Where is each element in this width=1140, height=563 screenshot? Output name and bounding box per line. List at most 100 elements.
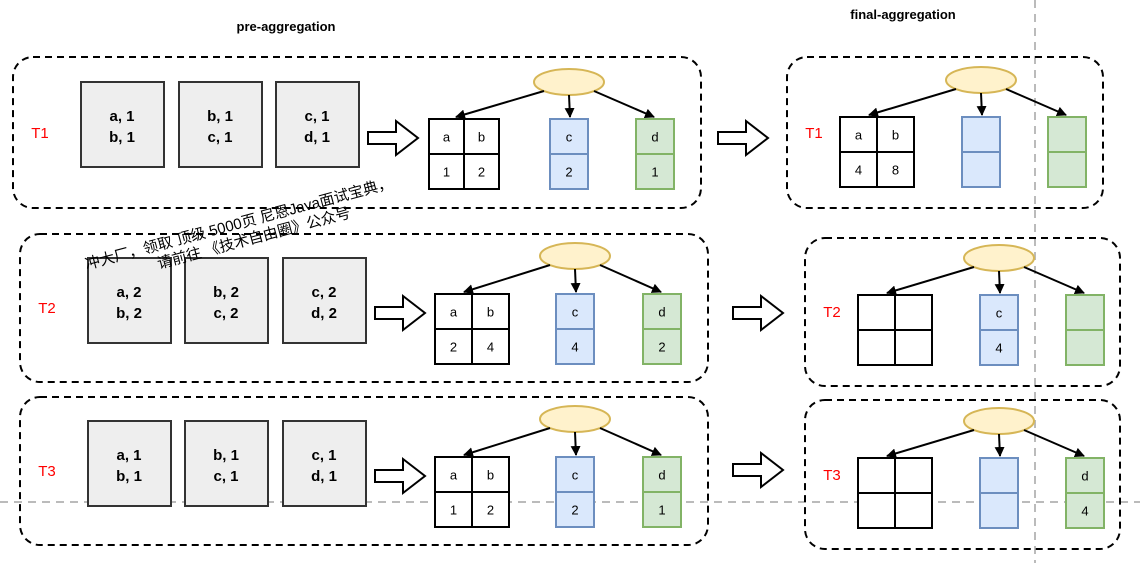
pre-3-green-value: 1 — [658, 503, 665, 518]
final-panel-1: T1 a b 4 8 — [717, 56, 1104, 209]
task-label: T2 — [823, 304, 841, 321]
input-record-box — [87, 420, 172, 507]
final-2-blue-key: c — [996, 306, 1003, 321]
flow-arrow — [732, 450, 785, 490]
record-line-1: c, 2 — [311, 284, 336, 301]
flow-arrow — [367, 118, 420, 158]
pre-1-green-key: d — [651, 130, 658, 145]
input-record-box — [275, 81, 360, 168]
record-line-2: b, 1 — [116, 468, 142, 485]
task-label: T1 — [31, 125, 49, 142]
flow-arrow — [717, 118, 770, 158]
pre-3-table-value-2: 2 — [487, 503, 494, 518]
pre-1-edge-table — [455, 90, 545, 120]
pre-3-table-header-1: a — [450, 468, 458, 483]
pre-2-root-node — [539, 242, 611, 270]
pre-3-root-node — [539, 405, 611, 433]
pre-1-blue-key: c — [566, 130, 573, 145]
pre-3-blue-key: c — [572, 468, 579, 483]
final-3-edge-green — [1023, 429, 1085, 458]
input-record-box — [178, 81, 263, 168]
flow-arrow — [374, 456, 427, 496]
final-2-edge-green — [1023, 266, 1085, 295]
input-record-box — [282, 420, 367, 507]
pre-2-table-value-1: 2 — [450, 340, 457, 355]
record-line-2: d, 1 — [311, 468, 337, 485]
final-panel-border — [804, 399, 1121, 550]
input-record-box — [184, 257, 269, 344]
final-3-green-key: d — [1081, 469, 1088, 484]
pre-1-table-value-2: 2 — [478, 165, 485, 180]
pre-panel-border — [19, 233, 709, 383]
pre-1-table-value-1: 1 — [443, 165, 450, 180]
pre-panel-border — [12, 56, 702, 209]
pre-2-blue-key: c — [572, 305, 579, 320]
pre-3-edge-green — [599, 427, 662, 456]
input-record-box — [184, 420, 269, 507]
pre-2-edge-blue — [570, 268, 581, 293]
pre-panel-border — [19, 396, 709, 546]
final-3-edge-table — [886, 429, 975, 459]
pre-3-green-key: d — [658, 468, 665, 483]
record-line-1: b, 2 — [213, 284, 239, 301]
record-line-2: b, 1 — [109, 129, 135, 146]
pre-1-table-header-2: b — [478, 130, 485, 145]
final-panel-border — [786, 56, 1104, 209]
final-1-table-value-1: 4 — [855, 163, 862, 178]
final-1-table-value-2: 8 — [892, 163, 899, 178]
final-2-edge-table — [886, 266, 975, 296]
pre-3-edge-table — [463, 427, 551, 458]
pre-3-table-value-1: 1 — [450, 503, 457, 518]
final-3-root-node — [963, 407, 1035, 435]
pre-1-root-node — [533, 68, 605, 96]
final-1-root-node — [945, 66, 1017, 94]
record-line-2: d, 1 — [304, 129, 330, 146]
final-2-blue-value: 4 — [995, 341, 1002, 356]
final-2-edge-blue — [994, 270, 1005, 294]
input-record-box — [282, 257, 367, 344]
final-1-table-header-1: a — [855, 128, 863, 143]
final-3-edge-blue — [994, 433, 1005, 457]
pre-3-table-header-2: b — [487, 468, 494, 483]
task-label: T2 — [38, 300, 56, 317]
record-line-1: c, 1 — [304, 108, 329, 125]
record-line-1: b, 1 — [213, 447, 239, 464]
final-panel-3: T3 d 4 — [732, 399, 1121, 550]
pre-1-blue-value: 2 — [565, 165, 572, 180]
input-record-box — [80, 81, 165, 168]
pre-1-table-header-1: a — [443, 130, 451, 145]
record-line-1: c, 1 — [311, 447, 336, 464]
pre-2-blue-value: 4 — [571, 340, 578, 355]
record-line-2: d, 2 — [311, 305, 337, 322]
final-panel-border — [804, 237, 1121, 387]
record-line-2: c, 2 — [213, 305, 238, 322]
pre-2-table-header-1: a — [450, 305, 458, 320]
record-line-2: c, 1 — [213, 468, 238, 485]
pre-2-table-value-2: 4 — [487, 340, 494, 355]
input-record-box — [87, 257, 172, 344]
task-label: T3 — [823, 467, 841, 484]
task-label: T1 — [805, 125, 823, 142]
final-1-table-header-2: b — [892, 128, 899, 143]
pre-2-edge-green — [599, 264, 662, 293]
record-line-1: a, 2 — [116, 284, 141, 301]
record-line-2: c, 1 — [207, 129, 232, 146]
pre-2-table-header-2: b — [487, 305, 494, 320]
final-aggregation-title: final-aggregation — [850, 7, 956, 22]
pre-1-green-value: 1 — [651, 165, 658, 180]
record-line-1: a, 1 — [116, 447, 141, 464]
final-panel-2: T2 c 4 — [732, 237, 1121, 387]
final-1-edge-table — [868, 88, 957, 118]
pre-1-edge-blue — [564, 94, 575, 118]
final-3-green-value: 4 — [1081, 504, 1088, 519]
final-2-root-node — [963, 244, 1035, 272]
flow-arrow — [374, 293, 427, 333]
pre-2-green-value: 2 — [658, 340, 665, 355]
pre-3-edge-blue — [570, 431, 581, 456]
